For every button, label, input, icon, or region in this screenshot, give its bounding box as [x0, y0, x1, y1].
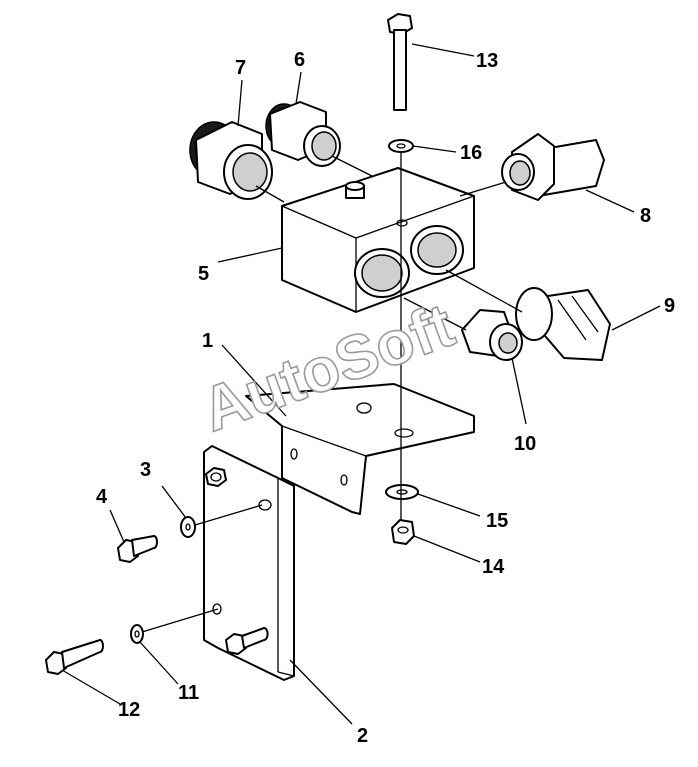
callout-4: 4 — [96, 486, 108, 508]
callout-11: 11 — [178, 682, 199, 704]
callout-1: 1 — [202, 330, 213, 352]
callout-3: 3 — [140, 459, 151, 481]
washer-11 — [130, 624, 144, 644]
callout-8: 8 — [640, 205, 651, 227]
fitting-7 — [189, 121, 273, 200]
callout-6: 6 — [294, 49, 305, 71]
fitting-8 — [501, 133, 605, 201]
callout-7: 7 — [235, 57, 246, 79]
assembly-lines — [141, 152, 523, 633]
mounting-plate — [203, 445, 295, 681]
angle-bracket — [245, 383, 475, 515]
bolt-12 — [45, 639, 104, 675]
callout-14: 14 — [482, 556, 505, 578]
callout-2: 2 — [357, 725, 368, 747]
bolt-4 — [117, 535, 158, 563]
fitting-6 — [265, 101, 341, 167]
callout-5: 5 — [198, 263, 209, 285]
callout-9: 9 — [664, 295, 675, 317]
manifold-block — [281, 167, 475, 313]
nut-14 — [391, 519, 415, 545]
washer-3 — [180, 516, 196, 538]
callout-13: 13 — [476, 50, 498, 72]
callout-16: 16 — [460, 142, 482, 164]
washer-16 — [388, 139, 414, 153]
callout-labels: 1 2 3 4 5 6 7 8 9 10 11 12 13 14 15 16 — [96, 49, 675, 747]
callout-10: 10 — [514, 433, 536, 455]
callout-15: 15 — [486, 510, 508, 532]
washer-15 — [385, 484, 419, 500]
leader-lines — [61, 43, 661, 725]
fitting-10 — [461, 309, 523, 361]
fitting-9 — [515, 287, 611, 361]
callout-12: 12 — [118, 699, 140, 721]
bolt-13 — [387, 13, 413, 111]
